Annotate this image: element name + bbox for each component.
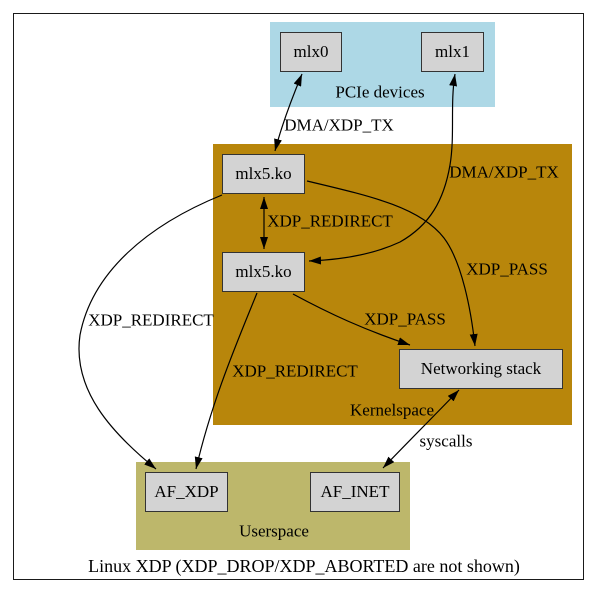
edge-label-dma-xdp-tx-right: DMA/XDP_TX <box>449 162 559 182</box>
edge-label-xdp-pass-lower: XDP_PASS <box>364 309 446 329</box>
edge-label-dma-xdp-tx-left: DMA/XDP_TX <box>284 115 394 135</box>
node-mlx5-driver-bottom: mlx5.ko <box>222 252 305 292</box>
edge-label-xdp-redirect-left: XDP_REDIRECT <box>88 310 214 330</box>
edge-label-xdp-pass-right: XDP_PASS <box>466 259 548 279</box>
node-networking-stack: Networking stack <box>399 349 563 389</box>
node-af-inet: AF_INET <box>310 472 400 512</box>
cluster-label-userspace: Userspace <box>239 521 309 541</box>
node-mlx5-driver-top: mlx5.ko <box>222 154 305 194</box>
edge-label-xdp-redirect-inner: XDP_REDIRECT <box>232 361 358 381</box>
node-mlx1: mlx1 <box>421 32 484 72</box>
edge-label-syscalls: syscalls <box>419 431 473 451</box>
node-af-xdp: AF_XDP <box>145 472 228 512</box>
edge-label-xdp-redirect-mid: XDP_REDIRECT <box>267 211 393 231</box>
cluster-label-pcie-devices: PCIe devices <box>335 82 425 102</box>
outer-frame <box>13 13 584 580</box>
diagram-caption: Linux XDP (XDP_DROP/XDP_ABORTED are not … <box>88 556 520 576</box>
cluster-label-kernelspace: Kernelspace <box>349 400 435 420</box>
node-mlx0: mlx0 <box>280 32 342 72</box>
